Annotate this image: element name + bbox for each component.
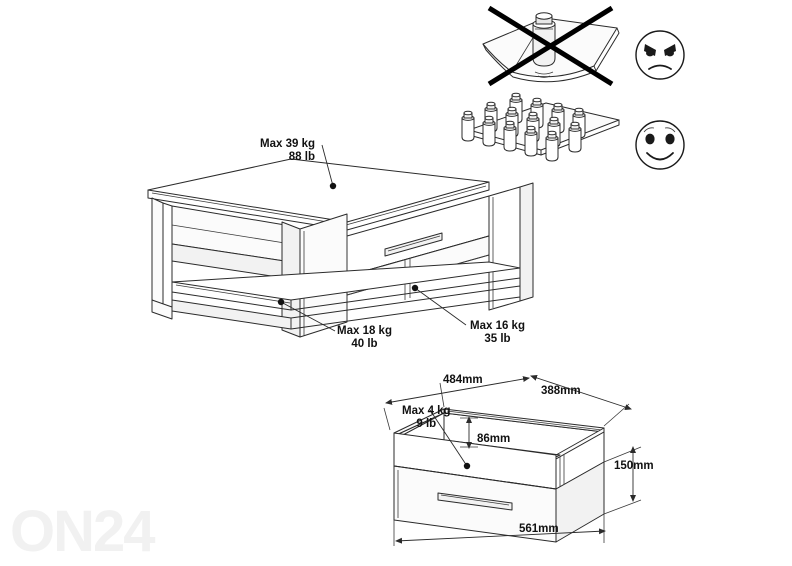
- table-top: [147, 158, 490, 231]
- dimension-inner-depth-label: 388mm: [541, 385, 581, 397]
- callout-drawer-load-leader: [429, 409, 471, 470]
- dimension-inner-depth: [530, 375, 632, 427]
- table-lower-shelf: [171, 261, 521, 311]
- dimension-front-height-label: 150mm: [614, 460, 654, 472]
- drawer-isometric: [383, 375, 642, 546]
- dimension-inner-height: [460, 416, 478, 449]
- coffee-table-isometric: [147, 144, 534, 338]
- dimension-inner-width-label: 484mm: [443, 374, 483, 386]
- dimension-front-height: [603, 446, 642, 515]
- callout-top-load-line1: Max 39 kg: [260, 138, 315, 150]
- small-weights-group: [461, 92, 586, 162]
- callout-shelf-right-line2: 35 lb: [484, 333, 511, 345]
- callout-shelf-right-leader: [411, 284, 467, 326]
- table-leg-front-right: [488, 182, 534, 311]
- table-left-panel: [151, 197, 173, 309]
- callout-top-load-line2: 88 lb: [288, 151, 315, 163]
- angry-face-icon: [635, 30, 685, 80]
- dimension-front-width-label: 561mm: [519, 523, 559, 535]
- watermark-logo: ON24: [10, 499, 156, 564]
- cross-out-mark: [487, 5, 614, 87]
- table-back-panel: [171, 205, 292, 280]
- flat-shelf-icon: [461, 92, 620, 162]
- dimension-front-width: [393, 514, 606, 546]
- callout-drawer-load-line2: 9 lb: [416, 418, 437, 430]
- table-leg-rear-left: [151, 299, 173, 320]
- callout-drawer-load-line1: Max 4 kg: [402, 405, 451, 417]
- callout-top-load-leader: [321, 144, 337, 190]
- callout-shelf-left-line1: Max 18 kg: [337, 325, 392, 337]
- drawer-front-handle-icon: [437, 492, 513, 511]
- callout-shelf-left-leader: [277, 298, 336, 332]
- drawer-right-wall: [555, 427, 605, 490]
- happy-face-icon: [635, 120, 685, 170]
- callout-shelf-left-line2: 40 lb: [351, 338, 378, 350]
- drawer-handle-icon: [384, 232, 443, 257]
- dimension-inner-height-label: 86mm: [477, 433, 511, 445]
- pictogram-correct: [461, 92, 685, 170]
- callout-shelf-right-line1: Max 16 kg: [470, 320, 525, 332]
- dimension-inner-width: [383, 376, 530, 431]
- pictogram-incorrect: [482, 5, 685, 87]
